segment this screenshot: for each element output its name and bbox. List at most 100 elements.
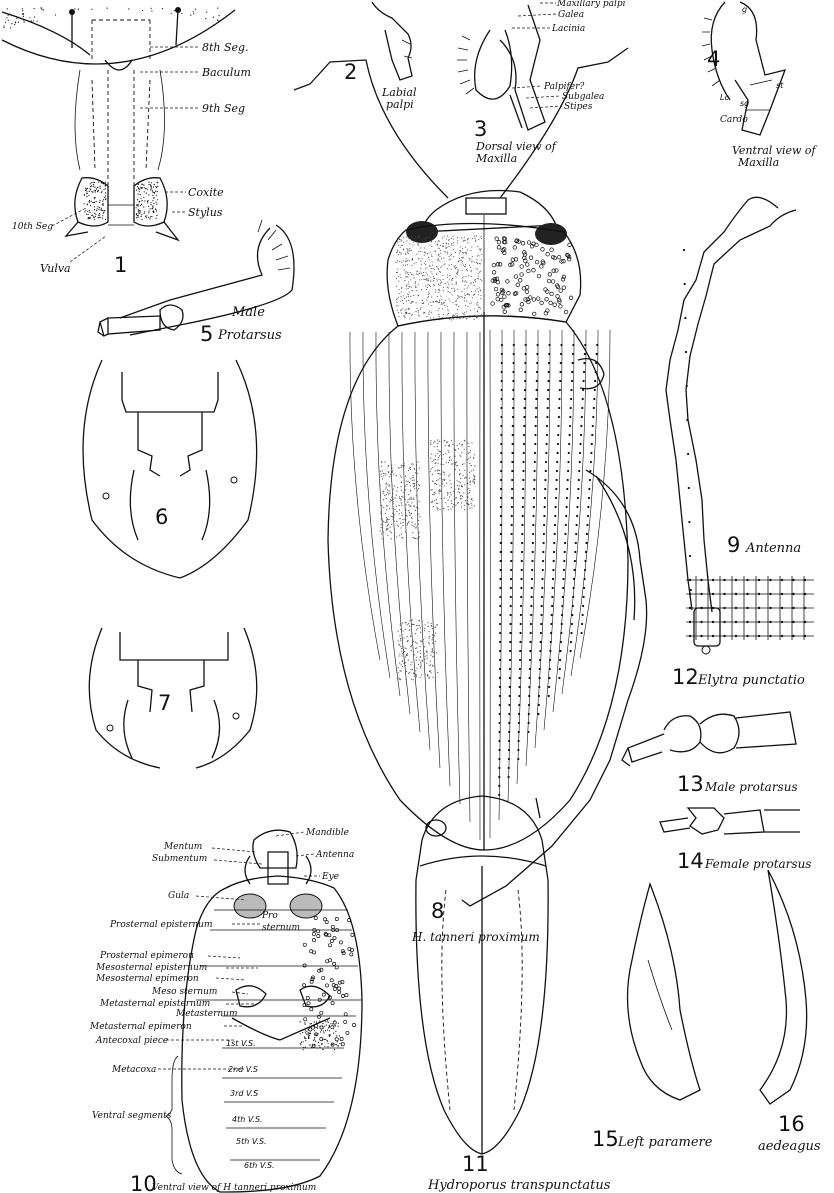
stipple-dot	[479, 263, 480, 264]
stipple-dot	[511, 488, 513, 490]
stipple-dot	[500, 479, 502, 481]
stipple-dot	[452, 316, 453, 317]
stipple-dot	[213, 17, 214, 18]
stipple-dot	[399, 498, 400, 499]
stipple-dot	[383, 507, 384, 508]
stipple-dot	[387, 489, 388, 490]
stipple-dot	[466, 253, 467, 254]
stipple-dot	[140, 194, 141, 195]
stipple-dot	[447, 287, 448, 288]
stipple-dot	[205, 18, 206, 19]
stipple-dot	[480, 250, 481, 251]
stipple-dot	[408, 294, 409, 295]
puncture-ring	[344, 1013, 347, 1016]
stipple-dot	[475, 290, 476, 291]
stipple-dot	[406, 240, 407, 241]
stipple-dot	[449, 292, 450, 293]
stipple-dot	[528, 695, 530, 697]
stipple-dot	[569, 416, 571, 418]
stipple-dot	[582, 398, 584, 400]
stipple-dot	[304, 1036, 305, 1037]
stipple-dot	[781, 593, 783, 595]
stipple-dot	[415, 527, 416, 528]
stipple-dot	[419, 536, 420, 537]
stipple-dot	[570, 389, 572, 391]
stipple-dot	[457, 503, 458, 504]
stipple-dot	[804, 593, 806, 595]
stipple-dot	[430, 286, 431, 287]
stipple-dot	[532, 542, 534, 544]
elytral-stria	[580, 330, 610, 658]
stipple-dot	[322, 1039, 323, 1040]
stipple-dot	[431, 297, 432, 298]
stipple-dot	[105, 198, 106, 199]
stipple-dot	[399, 496, 400, 497]
stipple-dot	[454, 456, 455, 457]
stipple-dot	[87, 193, 88, 194]
stipple-dot	[769, 607, 771, 609]
label-antecoxal-piece: Antecoxal piece	[95, 1036, 168, 1046]
stipple-dot	[689, 621, 691, 623]
stipple-dot	[534, 434, 536, 436]
stipple-dot	[479, 272, 480, 273]
stipple-dot	[437, 509, 438, 510]
stipple-dot	[792, 621, 794, 623]
stipple-dot	[400, 498, 401, 499]
stipple-dot	[401, 482, 402, 483]
stipple-dot	[335, 1031, 336, 1032]
stipple-dot	[452, 506, 453, 507]
caption-14: Female protarsus	[704, 857, 811, 871]
stipple-dot	[469, 507, 470, 508]
stipple-dot	[511, 443, 513, 445]
stipple-dot	[469, 260, 470, 261]
stipple-dot	[522, 515, 524, 517]
stipple-dot	[481, 238, 482, 239]
stipple-dot	[543, 515, 545, 517]
figure-number-12: 12	[672, 665, 699, 689]
stipple-dot	[587, 515, 589, 517]
puncture-ring	[506, 280, 510, 284]
stipple-dot	[419, 501, 420, 502]
stipple-dot	[419, 516, 420, 517]
figure-14-female-protarsus: 14 Female protarsus	[660, 808, 811, 873]
stipple-dot	[409, 468, 410, 469]
stipple-dot	[464, 237, 465, 238]
stipple-dot	[403, 468, 404, 469]
stipple-dot	[403, 315, 404, 316]
puncture-ring	[303, 984, 306, 987]
stipple-dot	[469, 463, 470, 464]
stipple-dot	[521, 542, 523, 544]
stipple-dot	[404, 499, 405, 500]
stipple-dot	[586, 524, 588, 526]
stipple-dot	[381, 474, 382, 475]
stipple-dot	[536, 371, 538, 373]
stipple-dot	[459, 258, 460, 259]
stipple-dot	[464, 314, 465, 315]
stipple-dot	[136, 190, 137, 191]
puncture-ring	[330, 939, 333, 942]
caption-12: Elytra punctatio	[697, 673, 805, 688]
stipple-dot	[414, 676, 415, 677]
stipple-dot	[424, 312, 425, 313]
stipple-dot	[508, 767, 510, 769]
stipple-dot	[572, 344, 574, 346]
puncture-ring	[545, 298, 549, 302]
stipple-dot	[436, 274, 437, 275]
stipple-dot	[415, 642, 416, 643]
stipple-dot	[409, 512, 410, 513]
puncture-ring	[333, 987, 336, 990]
stipple-dot	[391, 497, 392, 498]
stipple-dot	[157, 199, 158, 200]
stipple-dot	[435, 626, 436, 627]
stipple-dot	[407, 624, 408, 625]
stipple-dot	[804, 579, 806, 581]
stipple-dot	[529, 659, 531, 661]
stipple-dot	[427, 658, 428, 659]
stipple-dot	[474, 238, 475, 239]
stipple-dot	[100, 217, 101, 218]
stipple-dot	[397, 487, 398, 488]
stipple-dot	[498, 740, 500, 742]
stipple-dot	[405, 629, 406, 630]
stipple-dot	[457, 485, 458, 486]
stipple-dot	[157, 186, 158, 187]
